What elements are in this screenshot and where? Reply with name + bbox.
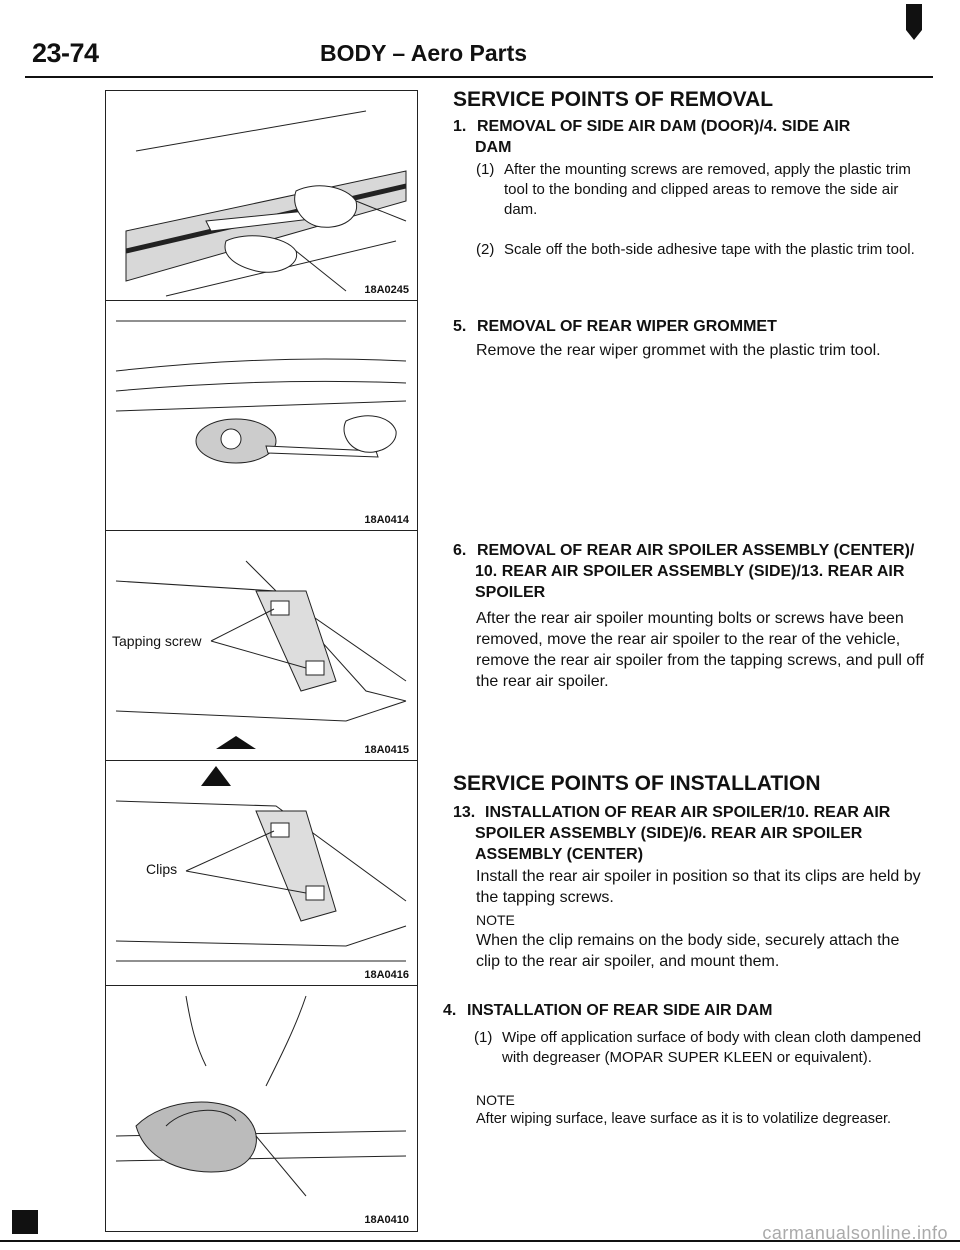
step-heading-line2: DAM [475, 139, 512, 156]
note-label: NOTE [476, 912, 515, 928]
step-number: 5. [453, 318, 467, 335]
figure-degreaser-wipe: 18A0410 [105, 985, 418, 1232]
figure-spoiler-clips: Clips 18A0416 [105, 760, 418, 987]
sub-text: Scale off the both-side adhesive tape wi… [504, 241, 915, 258]
step-heading-line1: INSTALLATION OF REAR AIR SPOILER/10. REA… [485, 804, 891, 821]
figure-side-air-dam-removal: 18A0245 [105, 90, 418, 302]
clips-label: Clips [146, 861, 178, 877]
step-13-heading: 13. INSTALLATION OF REAR AIR SPOILER/10. … [453, 802, 925, 865]
figure-code: 18A0416 [364, 969, 409, 981]
step-heading: REMOVAL OF REAR WIPER GROMMET [477, 318, 777, 335]
footer-rule [0, 1240, 960, 1242]
wiper-grommet-illustration [115, 320, 407, 464]
step-5-heading: 5. REMOVAL OF REAR WIPER GROMMET [453, 316, 925, 337]
side-air-dam-illustration [125, 110, 407, 297]
note-label: NOTE [476, 1092, 515, 1108]
sub-number: (1) [476, 161, 495, 178]
step-1-heading: 1. REMOVAL OF SIDE AIR DAM (DOOR)/4. SIDE… [453, 116, 925, 158]
sub-number: (1) [474, 1029, 493, 1046]
tapping-screw-label: Tapping screw [112, 633, 202, 649]
step-heading-line1: REMOVAL OF SIDE AIR DAM (DOOR)/4. SIDE A… [477, 118, 851, 135]
step-1-sub-1: (1) After the mounting screws are remove… [476, 160, 924, 220]
step-number: 4. [443, 1002, 457, 1019]
step-4-sub-1: (1) Wipe off application surface of body… [474, 1028, 922, 1068]
spoiler-clips-illustration [115, 766, 407, 962]
degreaser-wipe-illustration [115, 995, 407, 1197]
header-rule [25, 76, 933, 78]
figure-code: 18A0415 [364, 744, 409, 756]
step-6-text: After the rear air spoiler mounting bolt… [476, 610, 924, 690]
step-heading-line2: SPOILER ASSEMBLY (SIDE)/6. REAR AIR SPOI… [475, 825, 863, 863]
figure-code: 18A0245 [364, 284, 409, 296]
step-heading-line1: REMOVAL OF REAR AIR SPOILER ASSEMBLY (CE… [477, 542, 915, 559]
spoiler-tapping-screw-illustration [115, 560, 407, 749]
step-4-heading: 4. INSTALLATION OF REAR SIDE AIR DAM [443, 1000, 915, 1021]
step-6-heading: 6. REMOVAL OF REAR AIR SPOILER ASSEMBLY (… [453, 540, 925, 603]
step-5-text: Remove the rear wiper grommet with the p… [476, 342, 881, 359]
figure-code: 18A0414 [364, 514, 409, 526]
watermark: carmanualsonline.info [762, 1223, 948, 1243]
step-number: 13. [453, 804, 476, 821]
sub-number: (2) [476, 241, 495, 258]
figure-code: 18A0410 [364, 1214, 409, 1226]
figure-wiper-grommet-removal: 18A0414 [105, 300, 418, 532]
corner-mark-icon [906, 4, 922, 40]
step-13-text: Install the rear air spoiler in position… [476, 868, 921, 906]
figure-spoiler-tapping-screw: Tapping screw 18A0415 [105, 530, 418, 762]
page-number: 23-74 [32, 38, 99, 68]
step-number: 6. [453, 542, 467, 559]
step-number: 1. [453, 118, 467, 135]
sub-text: After the mounting screws are removed, a… [504, 161, 911, 218]
step-13-note-text: When the clip remains on the body side, … [476, 932, 900, 970]
step-4-note-text: After wiping surface, leave surface as i… [476, 1111, 892, 1127]
step-heading: INSTALLATION OF REAR SIDE AIR DAM [467, 1002, 773, 1019]
step-1-sub-2: (2) Scale off the both-side adhesive tap… [476, 240, 924, 260]
corner-mark-icon [12, 1210, 38, 1234]
installation-section-title: SERVICE POINTS OF INSTALLATION [453, 772, 821, 795]
page-title: BODY – Aero Parts [320, 40, 528, 66]
removal-section-title: SERVICE POINTS OF REMOVAL [453, 88, 774, 111]
sub-text: Wipe off application surface of body wit… [502, 1029, 922, 1066]
step-heading-line2: 10. REAR AIR SPOILER ASSEMBLY (SIDE)/13.… [475, 563, 905, 601]
